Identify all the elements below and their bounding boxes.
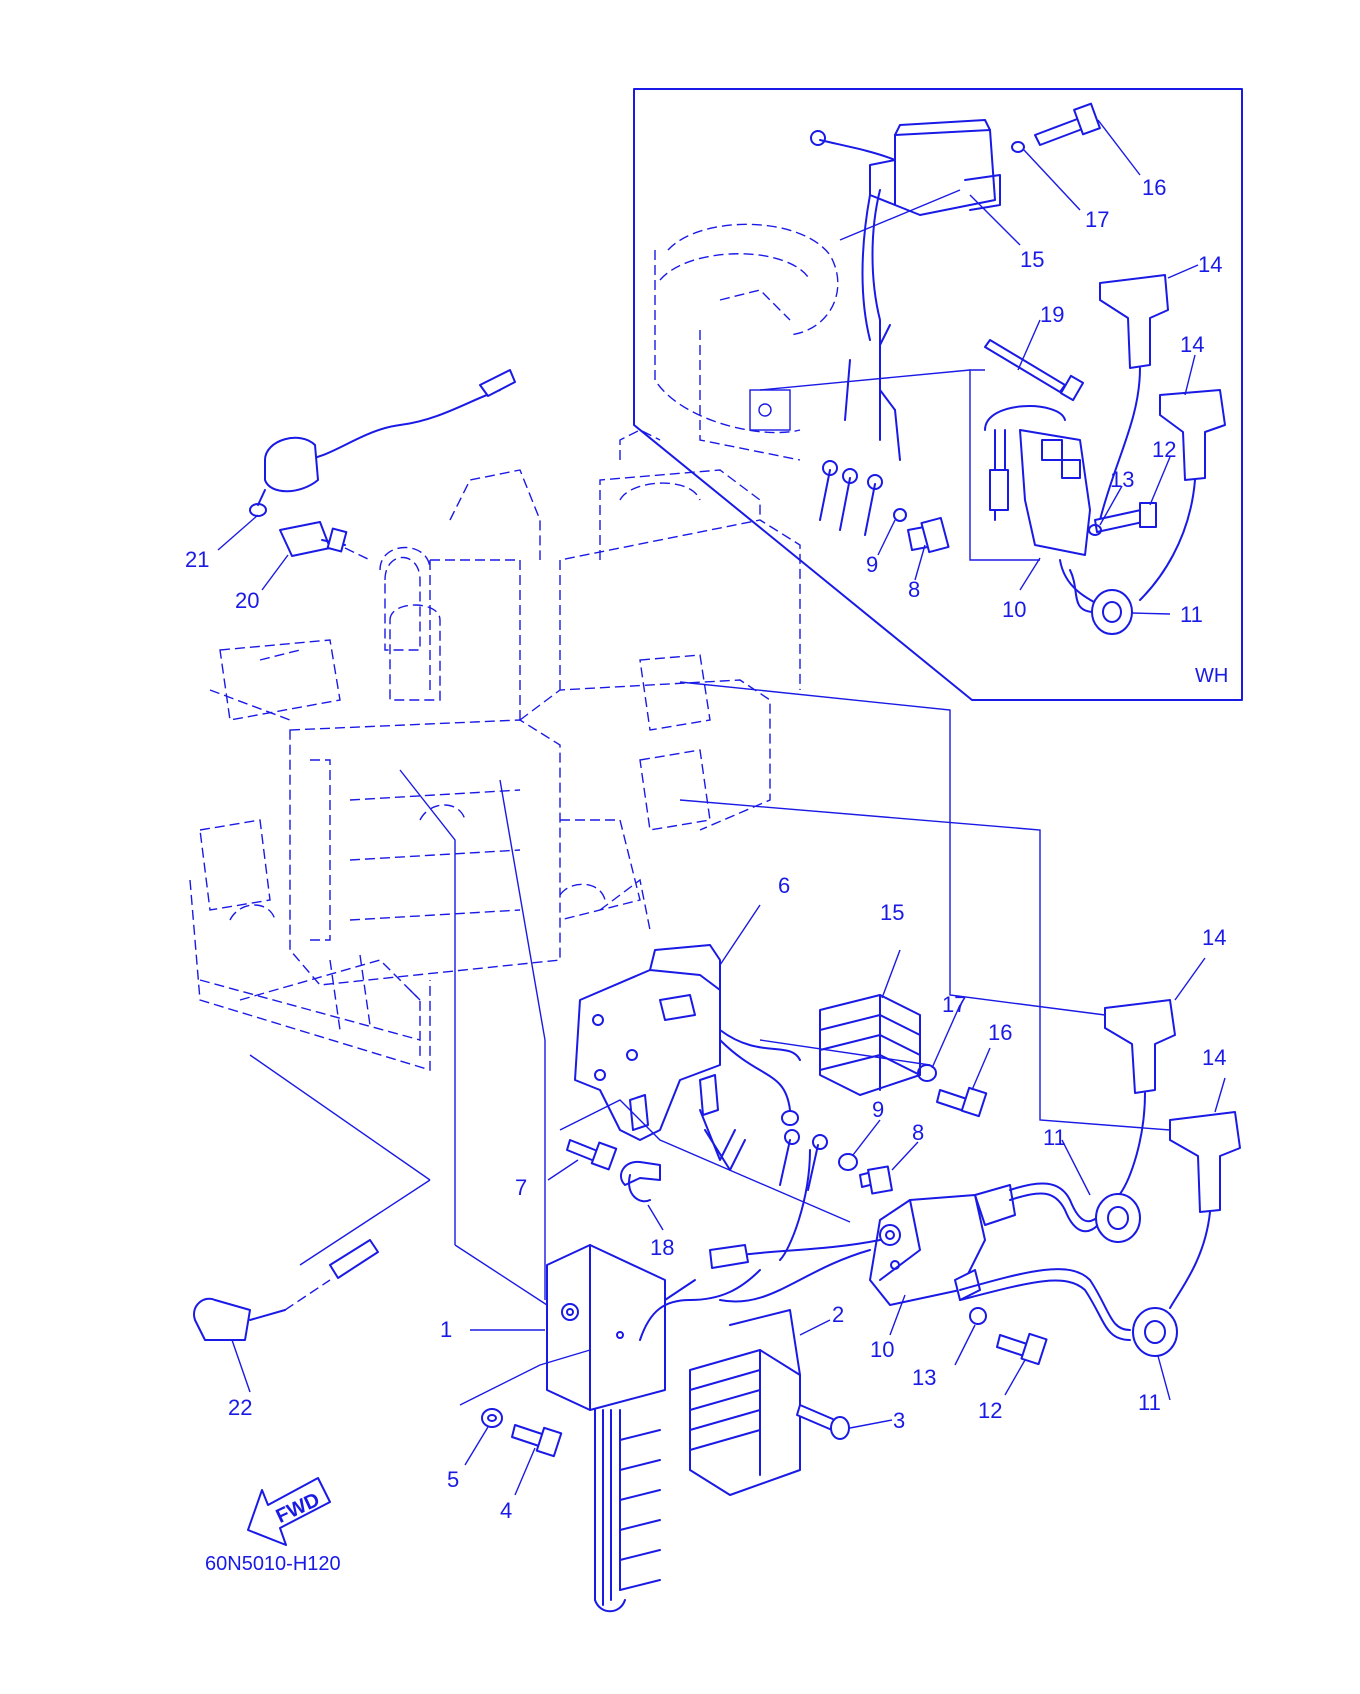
inset-part-19-bolt [984,339,1085,402]
part-3-screw [796,1404,850,1440]
part-12-bolt [996,1332,1048,1366]
callout-4: 4 [500,1498,512,1523]
callout-12: 12 [978,1398,1002,1423]
callout-11b: 11 [1138,1390,1161,1415]
inset-callout-19: 19 [1040,302,1064,327]
callout-11a: 11 [1043,1125,1066,1150]
callout-6: 6 [778,873,790,898]
callout-18: 18 [650,1235,674,1260]
inset-panel [633,88,1243,701]
inset-part-15-rectifier [869,119,1001,216]
part-15-regulator [819,994,921,1096]
callout-1: 1 [440,1317,452,1342]
inset-stator-coil [654,223,839,461]
inset-part-12-bolt [1094,502,1157,533]
part-7-bolt [566,1139,618,1171]
inset-callout-15: 15 [1020,247,1044,272]
callout-2: 2 [832,1302,844,1327]
main-terminals [779,1129,858,1191]
callout-14b: 14 [1202,1045,1226,1070]
inset-callout-13: 13 [1110,467,1134,492]
callout-22: 22 [228,1395,252,1420]
part-14-plug-cap-b [1169,1111,1241,1309]
callout-10: 10 [870,1337,894,1362]
part-11-grommet-a [1095,1193,1141,1243]
part-20-spark-plug [279,521,348,557]
inset-callout-11: 11 [1180,602,1203,627]
callout-9: 9 [872,1097,884,1122]
inset-callout-14b: 14 [1180,332,1204,357]
inset-part-11-grommet [1091,589,1133,635]
diagram-code: 60N5010-H120 [205,1553,341,1575]
callout-15: 15 [880,900,904,925]
inset-part-10-ignition-coil [984,405,1111,611]
part-5-washer [481,1408,503,1428]
part-22-sensor [193,1239,379,1341]
engine-block [189,429,801,1071]
cdi-wiring-harness [594,1409,661,1613]
inset-callout-12: 12 [1152,437,1176,462]
fwd-arrow-icon: FWD [247,1477,331,1546]
part-13-washer [969,1307,987,1325]
part-9-washer [838,1153,858,1171]
callout-14a: 14 [1202,925,1226,950]
part-10-ignition-coil [869,1184,1016,1306]
callout-7: 7 [515,1175,527,1200]
callout-16: 16 [988,1020,1012,1045]
part-8-bolt [859,1165,893,1195]
callout-13: 13 [912,1365,936,1390]
inset-callout-9: 9 [866,552,878,577]
callout-17: 17 [942,992,966,1017]
part-6-bracket [574,944,721,1141]
inset-part-14-plug-cap-a [1099,274,1169,521]
part-18-clip [620,1160,661,1203]
callout-3: 3 [893,1408,905,1433]
inset-callout-10: 10 [1002,597,1026,622]
part-21-plug-cap-lead [249,369,516,517]
inset-terminals [819,460,950,554]
inset-tag: WH [1195,665,1228,687]
callout-8: 8 [912,1120,924,1145]
inset-callout-16: 16 [1142,175,1166,200]
inset-part-16-bolt [1034,102,1101,146]
part-14-plug-cap-a [1104,999,1176,1195]
part-11-grommet-b [1132,1307,1178,1357]
inset-callout-17: 17 [1085,207,1109,232]
inset-callout-14a: 14 [1198,252,1222,277]
callout-5: 5 [447,1467,459,1492]
callout-20: 20 [235,588,259,613]
part-2-rectifier [689,1309,801,1496]
inset-part-14-plug-cap-b [1139,389,1226,601]
callout-21: 21 [185,547,209,572]
inset-callout-8: 8 [908,577,920,602]
part-16-bolt [936,1086,988,1118]
part-4-bolt [511,1424,563,1458]
part-1-cdi-unit [546,1244,696,1411]
callout-labels: 1 2 3 4 5 6 7 8 9 10 11 11 12 13 14 14 1… [185,175,1226,1523]
